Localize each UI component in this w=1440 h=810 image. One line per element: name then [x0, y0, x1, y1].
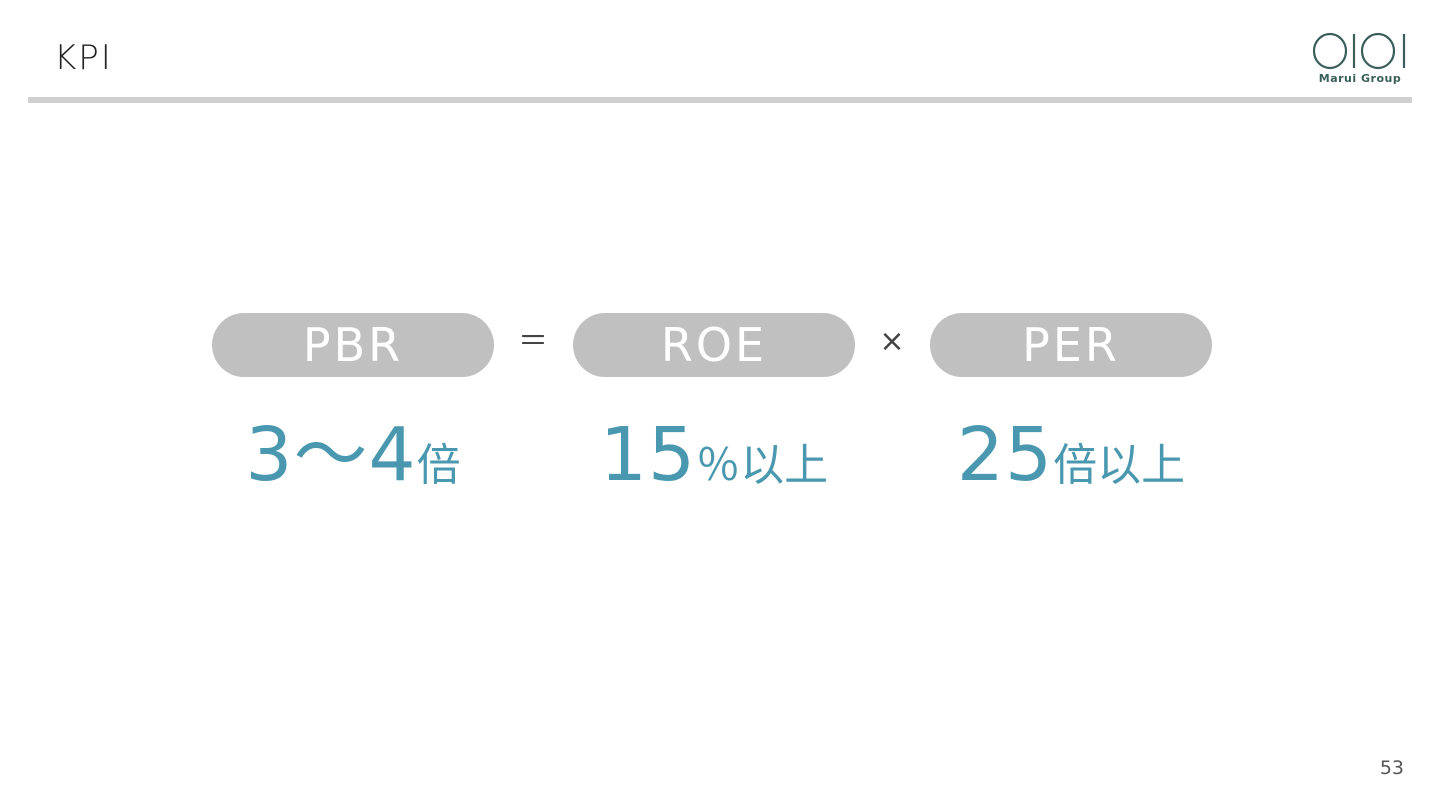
roe-target-unit: ％以上 — [696, 440, 829, 491]
oioi-logo-icon — [1312, 32, 1406, 70]
marui-group-logo: Marui Group — [1310, 32, 1410, 88]
times-operator: × — [879, 324, 905, 359]
roe-target-number: 15 — [599, 412, 697, 498]
pbr-pill: PBR — [212, 313, 494, 377]
per-pill: PER — [930, 313, 1212, 377]
pbr-target-value: 3～4倍 — [212, 410, 494, 500]
roe-target-value: 15％以上 — [573, 410, 855, 500]
per-target-unit: 倍以上 — [1053, 440, 1186, 491]
roe-pill: ROE — [573, 313, 855, 377]
slide-title: KPI — [54, 38, 113, 78]
pbr-target-number: 3～4 — [245, 412, 417, 498]
per-target-number: 25 — [956, 412, 1054, 498]
per-target-value: 25倍以上 — [930, 410, 1212, 500]
logo-wordmark: Marui Group — [1318, 72, 1402, 85]
pbr-target-unit: 倍 — [416, 440, 461, 491]
page-number: 53 — [1379, 757, 1404, 779]
equals-operator: ＝ — [518, 324, 548, 359]
header-divider — [28, 97, 1412, 103]
